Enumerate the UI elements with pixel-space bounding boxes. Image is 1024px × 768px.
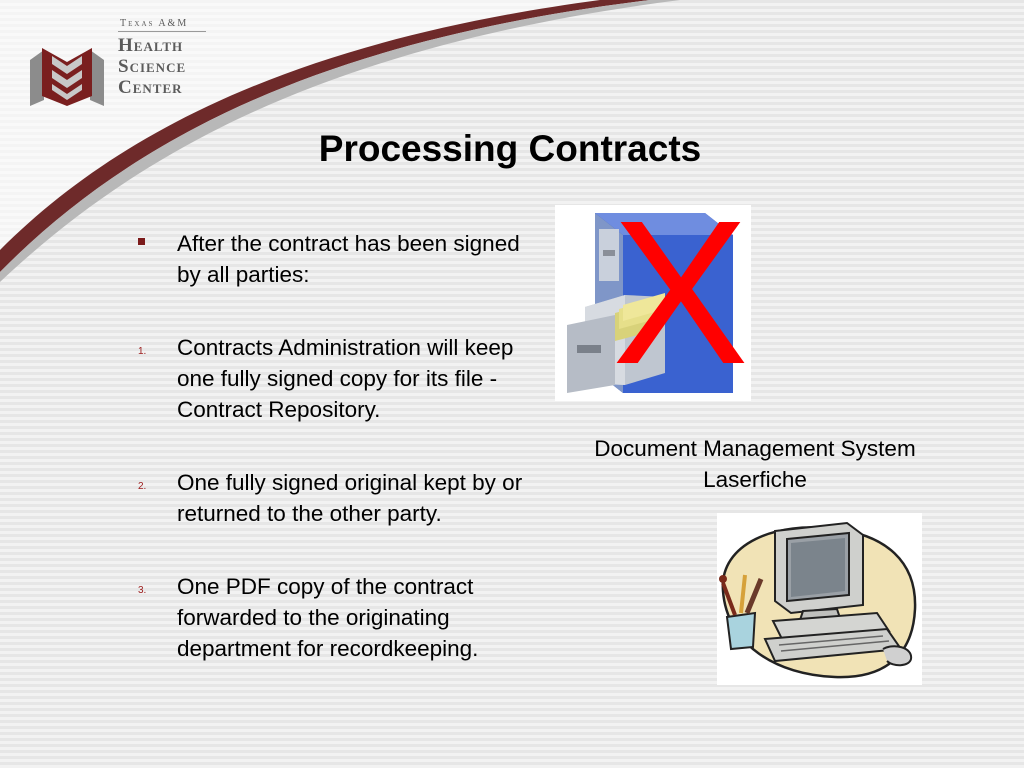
x-overlay-mark: X — [612, 178, 749, 407]
list-item-text: One PDF copy of the contract forwarded t… — [177, 574, 479, 661]
list-item: 3. One PDF copy of the contract forwarde… — [138, 571, 538, 664]
list-item-text: One fully signed original kept by or ret… — [177, 470, 523, 526]
logo-text-health: Health — [118, 35, 184, 56]
list-number: 2. — [138, 481, 147, 492]
logo-text-texas-am: Texas A&M — [120, 18, 189, 29]
hsc-logo-icon — [30, 48, 104, 106]
caption-line1: Document Management System — [594, 436, 916, 461]
list-item-text: Contracts Administration will keep one f… — [177, 335, 514, 422]
caption: Document Management System Laserfiche — [560, 433, 950, 495]
filing-cabinet-icon — [567, 213, 733, 393]
list-number: 3. — [138, 585, 147, 596]
content-list: After the contract has been signed by al… — [138, 228, 538, 664]
logo-text-center: Center — [118, 77, 183, 98]
list-number: 1. — [138, 346, 147, 357]
caption-line2: Laserfiche — [703, 467, 807, 492]
logo-wordmark: Texas A&M Health Science Center — [118, 18, 218, 98]
computer-clipart-icon — [719, 521, 917, 679]
list-item: 1. Contracts Administration will keep on… — [138, 332, 538, 425]
computer-clipart-image — [717, 513, 922, 685]
filing-cabinet-image — [555, 205, 751, 401]
list-item: 2. One fully signed original kept by or … — [138, 467, 538, 529]
bullet-marker — [138, 238, 145, 245]
logo-rule — [118, 31, 206, 32]
slide-title: Processing Contracts — [318, 128, 702, 169]
hsc-logo: Texas A&M Health Science Center — [28, 18, 213, 113]
logo-text-science: Science — [118, 56, 187, 77]
list-item-text: After the contract has been signed by al… — [177, 231, 520, 287]
list-item: After the contract has been signed by al… — [138, 228, 538, 290]
